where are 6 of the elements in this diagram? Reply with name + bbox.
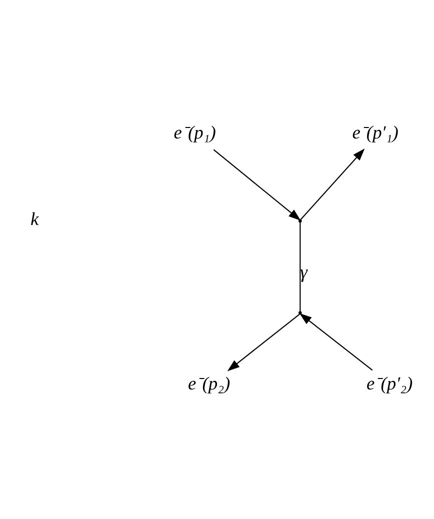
node-text: e⁻(p₂) [188,372,230,393]
node-text: e⁻(p₁) [174,122,216,142]
edge-label: γ [300,261,308,282]
node-text: e⁻(p′₂) [366,372,413,393]
node-text: e⁻(p′₁) [352,122,398,142]
label: k [30,208,39,228]
